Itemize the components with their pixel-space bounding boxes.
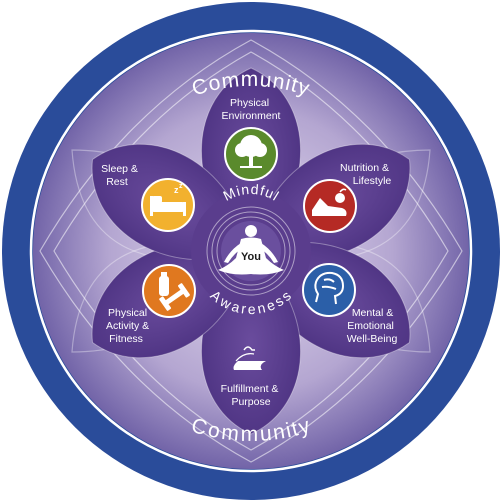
petal-label-physical-environment: Physical Environment [222,97,281,122]
center-label-mindful: Mindful [221,181,283,204]
petal-label-mental-emotional: Mental & Emotional Well-Being [347,307,398,345]
meditating-person-icon [218,225,284,275]
tree-icon [224,127,278,181]
brain-icon [302,263,356,317]
ring-divider [29,29,473,473]
center-ripples [206,206,296,296]
bed-icon: z z [141,178,195,232]
petal-label-physical-activity: Physical Activity & Fitness [106,307,152,345]
you-label: You [241,251,261,263]
shoe-apple-icon [303,179,357,233]
dumbbell-icon [142,264,196,318]
petal-label-fulfillment-purpose: Fulfillment & Purpose [221,383,282,408]
path-icon [233,346,266,370]
svg-text:z: z [174,185,179,195]
petal-label-sleep-rest: Sleep & Rest [101,163,141,188]
svg-text:z: z [179,183,183,190]
petal-label-nutrition-lifestyle: Nutrition & Lifestyle [340,162,392,187]
